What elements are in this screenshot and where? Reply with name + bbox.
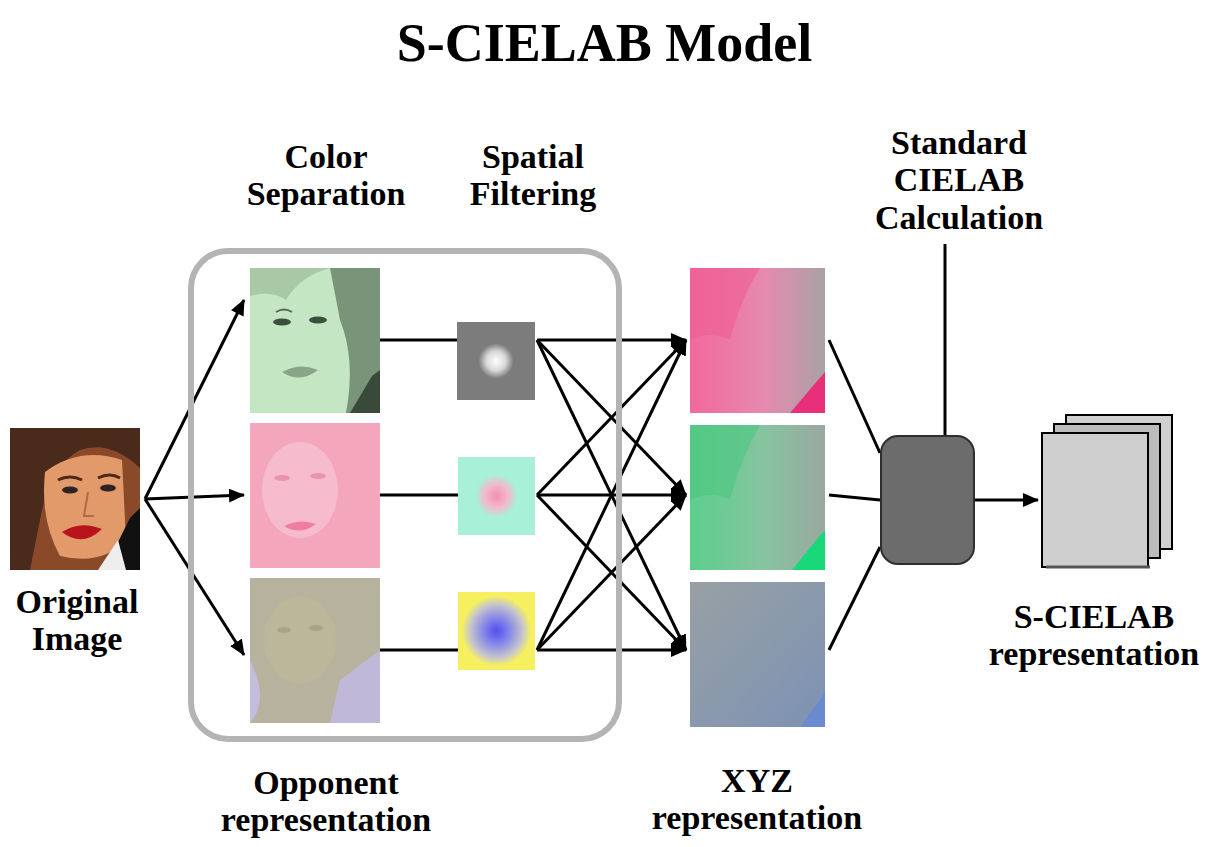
diagram-title: S-CIELAB Model — [0, 14, 1209, 73]
luminance-channel-image — [250, 268, 380, 413]
connector-line — [537, 340, 686, 495]
y-channel-image — [690, 425, 825, 570]
connector — [145, 300, 244, 655]
connector — [829, 340, 880, 650]
channel-filter-wires — [380, 340, 458, 650]
connector-line — [829, 547, 880, 650]
connector-line — [145, 499, 244, 655]
label-leader — [944, 244, 947, 435]
z-channel-image — [690, 582, 825, 727]
output-stack — [1042, 415, 1172, 567]
node-label: Standard CIELAB Calculation — [859, 124, 1059, 236]
calculation-box: Standard CIELAB Calculation — [880, 435, 975, 565]
xyz-column: XYZ representation — [690, 268, 825, 727]
node-label: S-CIELAB representation — [984, 598, 1204, 673]
image-panel: Original Image — [10, 428, 140, 570]
node-label: Original Image — [7, 583, 147, 658]
node-label: Color Separation — [236, 138, 416, 213]
connector-line — [145, 300, 244, 499]
node-label: Spatial Filtering — [443, 138, 623, 213]
opponent-group: Color SeparationSpatial FilteringOpponen… — [188, 248, 622, 742]
connector-line — [537, 340, 686, 650]
luminance-filter — [457, 322, 535, 400]
connector-line — [537, 339, 686, 342]
blue-yellow-filter — [458, 592, 535, 670]
red-green-channel-image — [250, 423, 380, 568]
connector-line — [829, 495, 880, 500]
connector-line — [537, 649, 686, 652]
connector — [537, 340, 686, 650]
connector-line — [829, 340, 880, 453]
connector-line — [145, 495, 244, 499]
connector-line — [537, 495, 686, 650]
connector — [975, 500, 1038, 501]
connector-line — [537, 340, 686, 495]
output-stack-node: S-CIELAB representation — [1042, 415, 1172, 567]
connector-line — [975, 499, 1038, 502]
x-channel-image — [690, 268, 825, 413]
red-green-filter — [458, 457, 535, 535]
connector-line — [537, 340, 686, 650]
node-label: XYZ representation — [637, 762, 877, 837]
blue-yellow-channel-image — [250, 578, 380, 723]
face-photo — [10, 428, 140, 570]
node-label: Opponent representation — [186, 764, 466, 839]
connector-line — [537, 495, 686, 650]
